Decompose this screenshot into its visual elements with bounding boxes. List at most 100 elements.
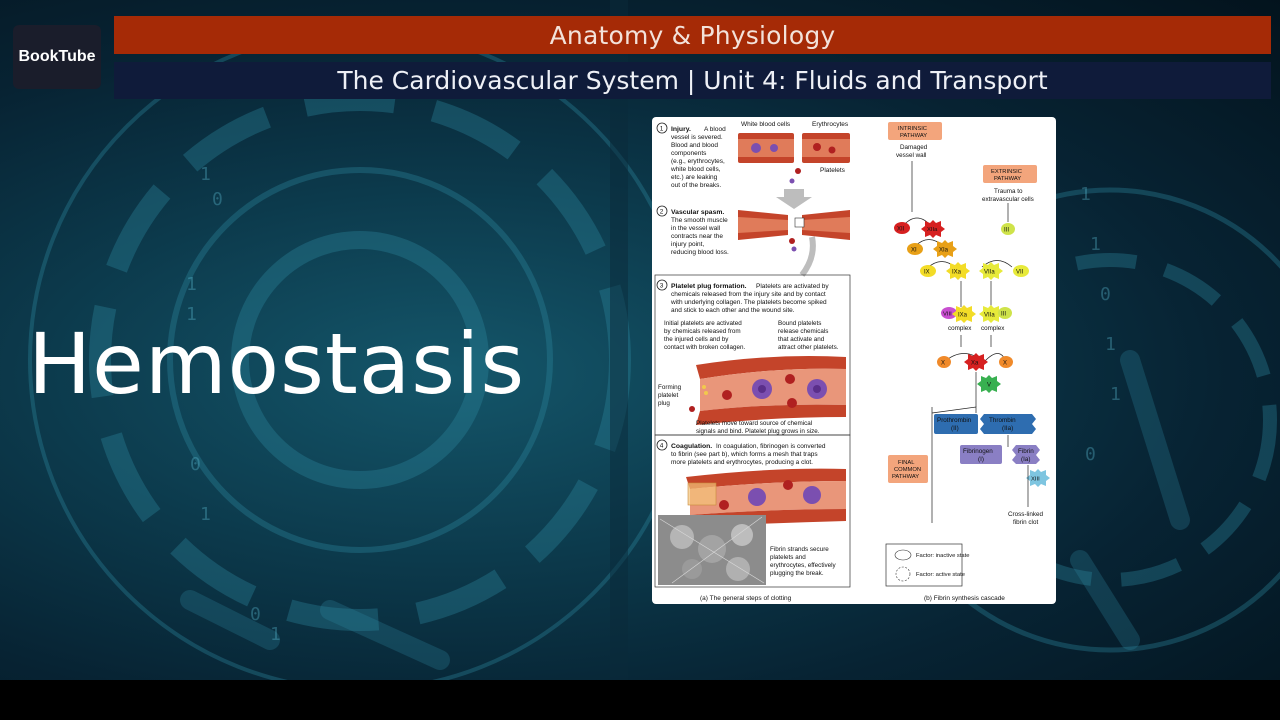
rbc <box>719 500 729 510</box>
step-text: Blood and blood <box>671 142 718 149</box>
svg-text:EXTRINSIC: EXTRINSIC <box>991 169 1022 175</box>
svg-text:Prothrombin: Prothrombin <box>937 417 972 424</box>
step-title: Coagulation. <box>671 443 712 450</box>
platelet <box>704 391 708 395</box>
step-text: A blood <box>704 126 726 133</box>
svg-text:XI: XI <box>911 248 917 254</box>
step-text: more platelets and erythrocytes, produci… <box>671 459 813 466</box>
step-text: in the vessel wall <box>671 225 721 232</box>
label-platelets-move: Platelets move toward source of chemical <box>696 420 812 427</box>
step-title: Platelet plug formation. <box>671 283 747 290</box>
svg-text:IXa: IXa <box>958 313 968 319</box>
wbc <box>751 143 761 153</box>
wbc <box>748 488 766 506</box>
binary-digit: 1 <box>1080 184 1091 205</box>
binary-digit: 1 <box>186 304 197 325</box>
label-wbc: White blood cells <box>741 121 791 128</box>
letterbox-bar <box>0 680 1280 720</box>
slide-background: 1 0 1 1 0 1 1 1 0 1 1 0 0 1 <box>0 0 1280 680</box>
binary-digit: 0 <box>1085 444 1096 465</box>
label-forming: plug <box>658 400 670 407</box>
step-text: reducing blood loss. <box>671 249 729 256</box>
step-vascular-spasm: 2 Vascular spasm. The smooth muscle in t… <box>656 205 850 277</box>
svg-text:vessel wall: vessel wall <box>896 152 926 159</box>
svg-text:Damaged: Damaged <box>900 144 928 151</box>
svg-text:extravascular cells: extravascular cells <box>982 196 1034 203</box>
factor-viia <box>979 262 1003 280</box>
svg-text:Trauma to: Trauma to <box>994 188 1023 195</box>
binary-digit: 1 <box>200 504 211 525</box>
svg-text:Factor: active state: Factor: active state <box>916 572 965 578</box>
factor-viii <box>941 307 957 319</box>
step-text: chemicals released from the injury site … <box>671 291 826 298</box>
bg-ring <box>231 231 489 489</box>
svg-text:(Ia): (Ia) <box>1021 456 1030 463</box>
step-text: In coagulation, fibrinogen is converted <box>716 443 826 450</box>
svg-text:Fibrin: Fibrin <box>1018 448 1034 455</box>
factor-ixa-complex <box>952 305 976 323</box>
binary-digit: 1 <box>1110 384 1121 405</box>
step-number: 1 <box>660 126 664 133</box>
svg-text:XIII: XIII <box>1031 477 1040 483</box>
svg-text:Factor: inactive state: Factor: inactive state <box>916 553 969 559</box>
caption-a: (a) The general steps of clotting <box>700 595 792 602</box>
fibrin-box <box>1012 445 1040 464</box>
step-number: 4 <box>660 443 664 450</box>
factor-x <box>937 356 951 368</box>
svg-text:III: III <box>1004 228 1009 234</box>
cascade-legend <box>885 543 963 587</box>
binary-digit: 1 <box>1105 334 1116 355</box>
wbc <box>803 486 821 504</box>
label-bound: release chemicals <box>778 328 828 335</box>
svg-text:(I): (I) <box>978 456 984 463</box>
label-fibrin-strands: plugging the break. <box>770 570 824 577</box>
svg-text:Fibrinogen: Fibrinogen <box>963 448 993 455</box>
step-text: The smooth muscle <box>671 217 728 224</box>
svg-text:(II): (II) <box>951 425 959 432</box>
final-pathway-box <box>888 455 928 483</box>
thrombin-box <box>980 414 1036 434</box>
svg-text:XII: XII <box>897 227 905 233</box>
svg-text:X: X <box>1003 361 1007 367</box>
vessel-wall <box>686 468 846 489</box>
factor-xii <box>894 222 910 234</box>
step-title: Vascular spasm. <box>671 209 724 216</box>
binary-digit: 0 <box>250 604 261 625</box>
course-banner: Anatomy & Physiology <box>114 16 1271 54</box>
svg-text:III: III <box>1001 312 1006 318</box>
slide-title: Hemostasis <box>28 315 526 413</box>
factor-viia-complex <box>979 305 1003 323</box>
label-fibrin-strands: Fibrin strands secure <box>770 546 829 553</box>
extrinsic-pathway-box <box>983 165 1037 183</box>
factor-xiii <box>1026 469 1050 487</box>
binary-digit: 0 <box>1100 284 1111 305</box>
fibrinogen-box <box>960 445 1002 464</box>
svg-text:PATHWAY: PATHWAY <box>900 133 927 139</box>
step-text: to fibrin (see part b), which forms a me… <box>671 451 818 458</box>
svg-text:VII: VII <box>1016 270 1024 276</box>
booktube-logo: BookTube <box>13 25 101 89</box>
svg-text:XIIa: XIIa <box>927 227 938 233</box>
factor-xia <box>933 240 957 258</box>
factor-iii-complex <box>998 307 1012 319</box>
binary-digit: 1 <box>200 164 211 185</box>
leaking-cell <box>789 178 795 184</box>
binary-digit: 0 <box>190 454 201 475</box>
label-rbc: Erythrocytes <box>812 121 849 128</box>
step-text: Platelets are activated by <box>756 283 829 290</box>
step-number: 2 <box>660 209 664 216</box>
fibrin-clot <box>687 482 717 506</box>
label-bound: attract other platelets. <box>778 344 839 351</box>
binary-digit: 1 <box>270 624 281 645</box>
clot-label: fibrin clot <box>1013 519 1038 526</box>
factor-iii <box>1001 223 1015 235</box>
svg-text:PATHWAY: PATHWAY <box>892 474 919 480</box>
factor-x <box>999 356 1013 368</box>
hemostasis-figure: 1 Injury. A blood vessel is severed. Blo… <box>652 117 1056 604</box>
bg-ring <box>167 167 553 553</box>
rbc <box>787 398 797 408</box>
step-coagulation: 4 Coagulation. In coagulation, fibrinoge… <box>654 434 851 588</box>
vessel-wall <box>696 356 846 379</box>
step-text: (e.g., erythrocytes, <box>671 158 725 165</box>
svg-text:VIII: VIII <box>943 312 952 318</box>
